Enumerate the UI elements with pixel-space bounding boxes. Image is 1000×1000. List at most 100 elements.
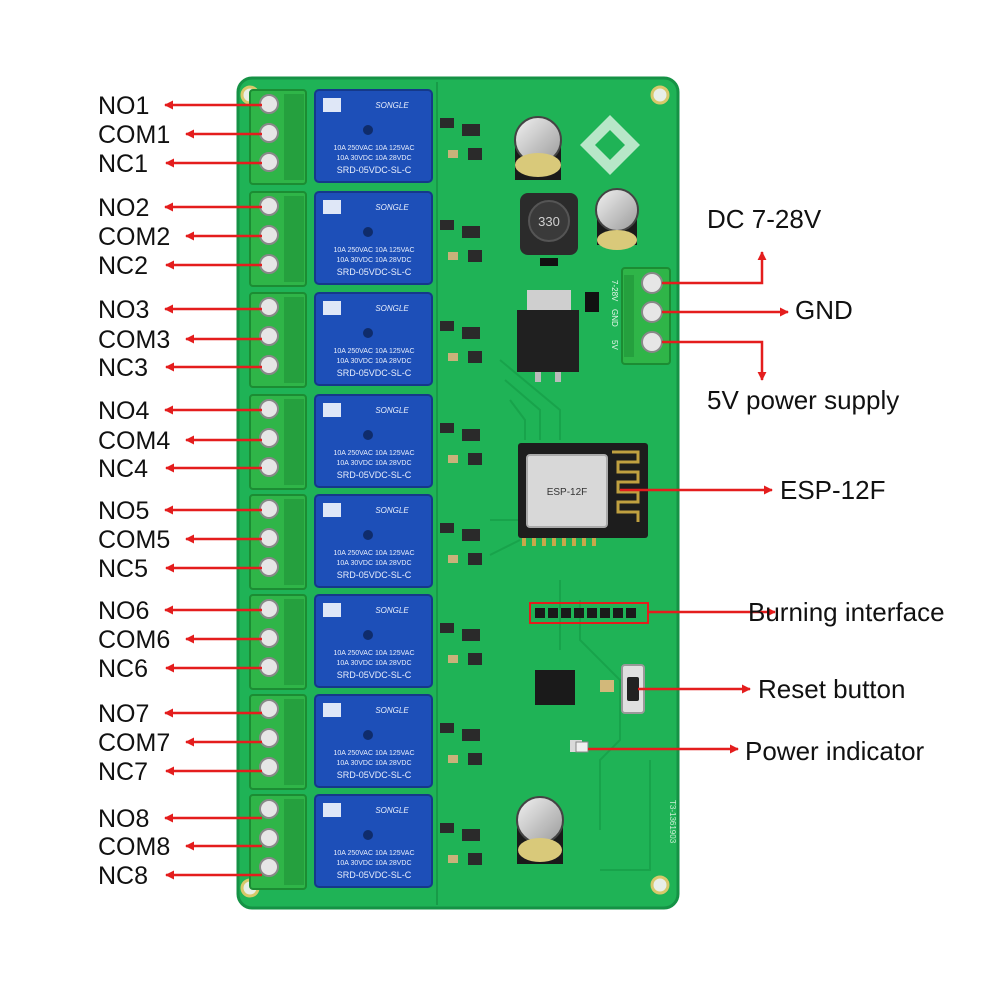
reset-button — [621, 664, 645, 714]
callout-burning-interface: Burning interface — [748, 597, 945, 627]
screw-terminal — [259, 399, 279, 419]
header-pins — [535, 608, 636, 618]
relay-brand: SONGLE — [375, 101, 409, 110]
relay-logo-icon — [323, 703, 341, 717]
voltage-regulator — [517, 290, 599, 382]
relay-channel: SONGLE 10A 250VAC 10A 125VAC 10A 30VDC 10A… — [249, 594, 482, 690]
relay-terminal-block — [249, 794, 307, 890]
esp-pins — [522, 538, 596, 546]
terminal-label-com4: COM4 — [98, 427, 170, 455]
relay-driver-components — [440, 623, 482, 665]
relay-model: SRD-05VDC-SL-C — [337, 570, 412, 580]
relay-marker-icon — [363, 630, 373, 640]
screw-terminal — [259, 857, 279, 877]
terminal-label-nc2: NC2 — [98, 252, 148, 280]
screw-terminal — [259, 628, 279, 648]
terminal-label-no4: NO4 — [98, 397, 150, 425]
esp-module-marking: ESP-12F — [547, 487, 588, 498]
screw-terminal — [259, 254, 279, 274]
relay-brand: SONGLE — [375, 806, 409, 815]
terminal-label-nc6: NC6 — [98, 655, 148, 683]
terminal-labels: NO1COM1NC1NO2COM2NC2NO3COM3NC3NO4COM4NC4… — [98, 92, 262, 890]
terminal-label-nc1: NC1 — [98, 150, 148, 178]
relay-rating-2: 10A 30VDC 10A 28VDC — [336, 155, 411, 162]
relay-logo-icon — [323, 803, 341, 817]
callout-power-indicator: Power indicator — [745, 736, 925, 766]
silk-gnd: GND — [610, 309, 619, 327]
relay-channel: SONGLE 10A 250VAC 10A 125VAC 10A 30VDC 10A… — [249, 794, 482, 890]
relay-logo-icon — [323, 200, 341, 214]
relay-driver-components — [440, 523, 482, 565]
relay-logo-icon — [323, 403, 341, 417]
relay-marker-icon — [363, 125, 373, 135]
relay-rating-2: 10A 30VDC 10A 28VDC — [336, 460, 411, 467]
relay-brand: SONGLE — [375, 606, 409, 615]
relay-model: SRD-05VDC-SL-C — [337, 470, 412, 480]
relay-brand: SONGLE — [375, 304, 409, 313]
screw-terminal — [259, 94, 279, 114]
inductor-marking: 330 — [538, 214, 560, 229]
terminal-label-no6: NO6 — [98, 597, 149, 625]
callout-5v-supply: 5V power supply — [707, 385, 899, 415]
electrolytic-capacitor — [595, 188, 639, 250]
board-code-silk: T3-1361903 — [668, 800, 677, 844]
relay-brand: SONGLE — [375, 706, 409, 715]
callouts: DC 7-28V GND 5V power supply ESP-12F Bur… — [588, 204, 945, 766]
screw-terminal — [259, 123, 279, 143]
relay-marker-icon — [363, 730, 373, 740]
power-indicator-led — [575, 741, 589, 753]
terminal-label-no3: NO3 — [98, 296, 149, 324]
relay: SONGLE 10A 250VAC 10A 125VAC 10A 30VDC 10A… — [314, 794, 433, 888]
relay-rating-1: 10A 250VAC 10A 125VAC — [333, 850, 414, 857]
relay-logo-icon — [323, 603, 341, 617]
power-terminal-block — [621, 267, 671, 365]
terminal-label-com1: COM1 — [98, 121, 170, 149]
relay-model: SRD-05VDC-SL-C — [337, 670, 412, 680]
relay-terminal-block — [249, 89, 307, 185]
screw-terminal — [259, 196, 279, 216]
relay-model: SRD-05VDC-SL-C — [337, 770, 412, 780]
relay-logo-icon — [323, 503, 341, 517]
callout-gnd: GND — [795, 295, 853, 325]
relay-rating-1: 10A 250VAC 10A 125VAC — [333, 750, 414, 757]
relay-terminal-block — [249, 394, 307, 490]
terminal-label-com3: COM3 — [98, 326, 170, 354]
terminal-label-com2: COM2 — [98, 223, 170, 251]
relay-brand: SONGLE — [375, 203, 409, 212]
relay-driver-components — [440, 220, 482, 262]
silk-5v: 5V — [610, 340, 619, 350]
relay-driver-components — [440, 321, 482, 363]
screw-terminal — [259, 599, 279, 619]
company-logo — [580, 115, 640, 175]
relay-rating-2: 10A 30VDC 10A 28VDC — [336, 860, 411, 867]
terminal-label-com6: COM6 — [98, 626, 170, 654]
electrolytic-capacitor — [514, 116, 562, 180]
relay-rating-1: 10A 250VAC 10A 125VAC — [333, 650, 414, 657]
relay-terminal-block — [249, 494, 307, 590]
relay-model: SRD-05VDC-SL-C — [337, 870, 412, 880]
screw-terminal — [259, 499, 279, 519]
relay-marker-icon — [363, 328, 373, 338]
terminal-label-nc3: NC3 — [98, 354, 148, 382]
esp-12f-module: ESP-12F — [518, 443, 648, 546]
terminal-label-no7: NO7 — [98, 700, 149, 728]
screw-terminal — [259, 428, 279, 448]
terminal-label-nc5: NC5 — [98, 555, 148, 583]
pcb-traces — [489, 359, 651, 871]
relay-driver-components — [440, 118, 482, 160]
relay-model: SRD-05VDC-SL-C — [337, 165, 412, 175]
relay-rating-1: 10A 250VAC 10A 125VAC — [333, 450, 414, 457]
screw-terminal — [259, 528, 279, 548]
relay-rating-2: 10A 30VDC 10A 28VDC — [336, 660, 411, 667]
